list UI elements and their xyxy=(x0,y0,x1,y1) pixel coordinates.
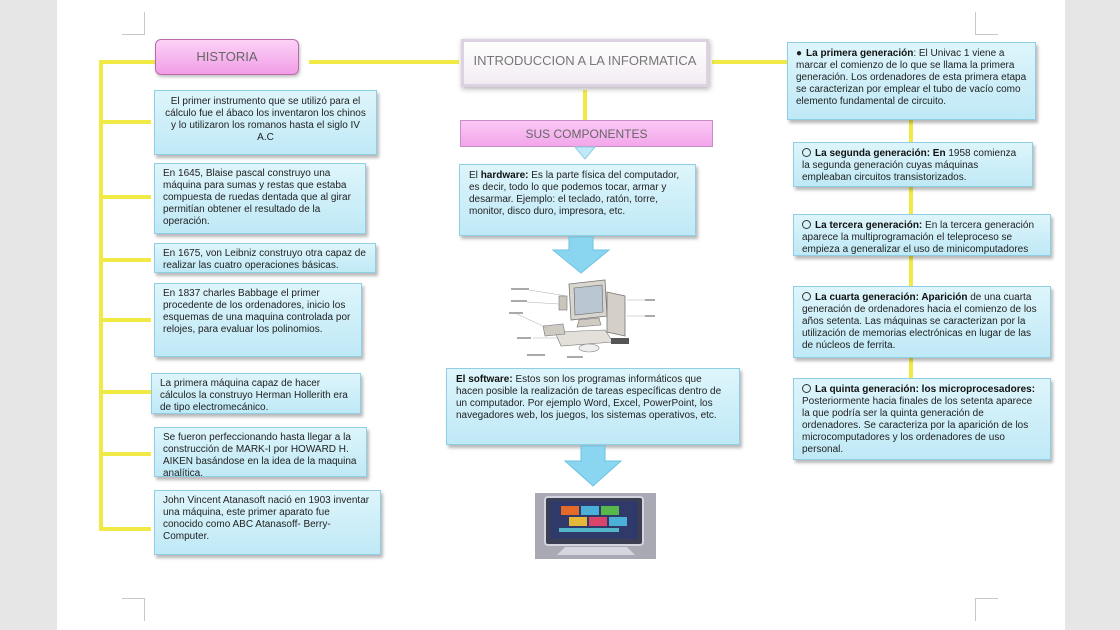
generation-text: de una cuarta generación de ordenadores … xyxy=(802,292,1037,351)
clock-icon xyxy=(802,384,811,393)
generation-text: El Univac 1 viene a marcar el comienzo d… xyxy=(796,48,1027,107)
hardware-box: El hardware: Es la parte física del comp… xyxy=(459,164,696,236)
generation-label: La segunda generación: En xyxy=(815,148,946,159)
connector-line xyxy=(99,120,151,124)
generation-text: En la tercera generación aparece la mult… xyxy=(802,220,1034,255)
connector-line xyxy=(909,187,913,214)
connector-line xyxy=(99,60,155,64)
down-arrow-icon xyxy=(574,146,596,160)
history-item: En 1645, Blaise pascal construyo una máq… xyxy=(154,163,366,234)
connector-line xyxy=(99,452,151,456)
connector-line xyxy=(99,318,151,322)
clock-icon xyxy=(802,220,811,229)
generation-label: La quinta generación: los microprocesado… xyxy=(815,384,1036,395)
crop-mark xyxy=(975,12,998,35)
history-item: En 1837 charles Babbage el primer proced… xyxy=(154,283,362,357)
hardware-prefix: El xyxy=(469,170,478,181)
connector-line xyxy=(99,527,151,531)
generation-label: La cuarta generación: Aparición xyxy=(815,292,968,303)
connector-line xyxy=(583,90,587,120)
main-title: INTRODUCCION A LA INFORMATICA xyxy=(461,39,709,87)
generation-sep: : xyxy=(913,48,917,59)
generation-item: La cuarta generación: Aparición de una c… xyxy=(793,286,1051,358)
connector-line xyxy=(99,60,103,530)
history-item: John Vincent Atanasoft nació en 1903 inv… xyxy=(154,490,381,555)
connector-line xyxy=(99,258,151,262)
history-item: En 1675, von Leibniz construyo otra capa… xyxy=(154,243,376,273)
history-item: El primer instrumento que se utilizó par… xyxy=(154,90,377,155)
slide-page: HISTORIA El primer instrumento que se ut… xyxy=(57,0,1065,630)
hardware-label: hardware: xyxy=(480,170,529,181)
software-label: El software: xyxy=(456,374,513,385)
generation-text: 1958 comienza la segunda generación cuya… xyxy=(802,148,1017,183)
history-item: La primera máquina capaz de hacer cálcul… xyxy=(151,373,361,414)
connector-line xyxy=(909,120,913,142)
historia-title: HISTORIA xyxy=(155,39,299,75)
generation-item: La tercera generación: En la tercera gen… xyxy=(793,214,1051,256)
generation-item: La quinta generación: los microprocesado… xyxy=(793,378,1051,460)
software-text: Estos son los programas informáticos que… xyxy=(456,374,722,421)
generation-label: La primera generación xyxy=(806,48,914,59)
connector-line xyxy=(309,60,459,64)
software-box: El software: Estos son los programas inf… xyxy=(446,368,740,445)
history-item: Se fueron perfeccionando hasta llegar a … xyxy=(154,427,367,477)
right-margin xyxy=(1065,0,1120,630)
hardware-text: Es la parte física del computador, es de… xyxy=(469,170,680,217)
clock-icon xyxy=(802,292,811,301)
down-arrow-icon xyxy=(563,445,623,487)
crop-mark xyxy=(122,12,145,35)
generation-label: La tercera generación: xyxy=(815,220,923,231)
generation-text: Posteriormente hacia finales de los sete… xyxy=(802,396,1033,455)
crop-mark xyxy=(122,598,145,621)
computer-image xyxy=(507,276,657,361)
generation-item: ●La primera generación: El Univac 1 vien… xyxy=(787,42,1036,120)
monitor-image xyxy=(535,493,656,559)
bullet-icon: ● xyxy=(796,48,803,59)
left-margin xyxy=(0,0,57,630)
clock-icon xyxy=(802,148,811,157)
crop-mark xyxy=(975,598,998,621)
down-arrow-icon xyxy=(551,236,611,274)
connector-line xyxy=(909,256,913,286)
generation-item: La segunda generación: En 1958 comienza … xyxy=(793,142,1033,187)
connector-line xyxy=(712,60,787,64)
connector-line xyxy=(99,390,151,394)
connector-line xyxy=(99,195,151,199)
connector-line xyxy=(909,358,913,378)
components-title: SUS COMPONENTES xyxy=(460,120,713,147)
